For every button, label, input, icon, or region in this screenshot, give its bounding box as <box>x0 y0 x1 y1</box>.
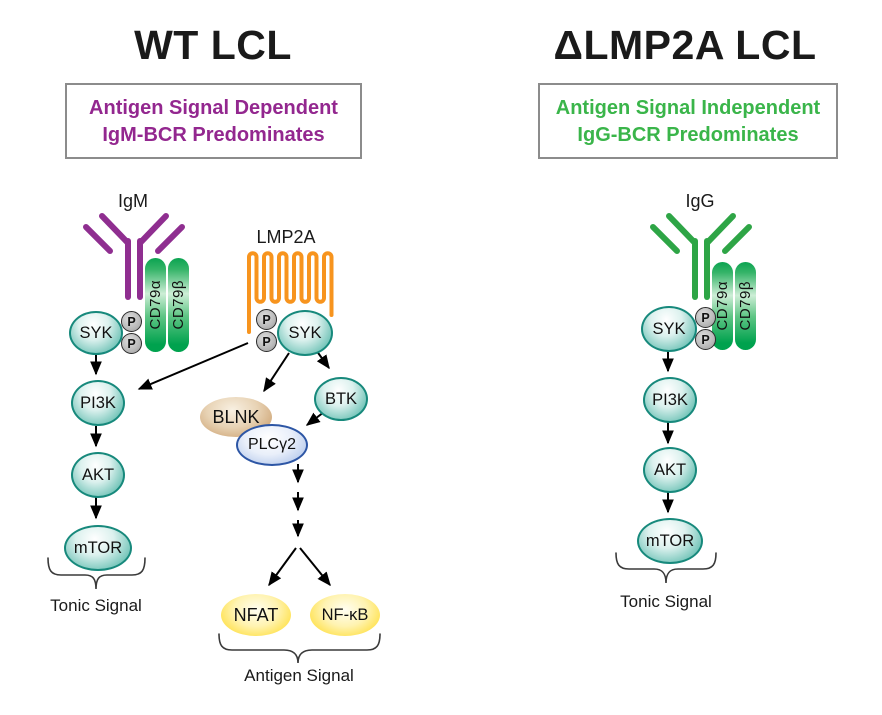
left-node-pi3k: PI3K <box>71 380 125 426</box>
left-node-syk: SYK <box>69 311 123 355</box>
left-subtitle-box: Antigen Signal Dependent IgM-BCR Predomi… <box>65 83 362 159</box>
center-node-nfkb: NF-κB <box>310 594 380 636</box>
igm-label: IgM <box>117 191 148 211</box>
lmp2a-coil-icon <box>247 251 334 334</box>
left-cd79a-capsule: CD79α <box>145 258 166 352</box>
left-cd79b-label: CD79β <box>170 280 187 330</box>
left-subtitle-line1: Antigen Signal Dependent <box>89 96 338 119</box>
lmp2a-label: LMP2A <box>256 227 316 247</box>
center-node-syk: SYK <box>277 310 333 356</box>
left-phospho-circle-1: P <box>121 311 142 332</box>
left-node-akt: AKT <box>71 452 125 498</box>
center-phospho-circle-1: P <box>256 309 277 330</box>
right-node-akt: AKT <box>643 447 697 493</box>
left-panel-title: WT LCL <box>134 22 292 68</box>
right-subtitle-line1: Antigen Signal Independent <box>555 96 821 119</box>
bracket-braces <box>47 552 717 664</box>
right-tonic-signal-label: Tonic Signal <box>620 592 712 611</box>
igm-antibody-icon <box>83 213 185 300</box>
right-cd79b-label: CD79β <box>737 281 754 331</box>
right-panel-title: ΔLMP2A LCL <box>553 22 817 68</box>
antigen-signal-label: Antigen Signal <box>244 666 354 685</box>
igg-label: IgG <box>685 191 715 211</box>
right-node-mtor: mTOR <box>637 518 703 564</box>
right-node-syk: SYK <box>641 306 697 352</box>
left-tonic-signal-label: Tonic Signal <box>50 596 142 615</box>
center-phospho-circle-2: P <box>256 331 277 352</box>
left-cd79b-capsule: CD79β <box>168 258 189 352</box>
pathway-arrows <box>90 342 674 587</box>
center-node-btk: BTK <box>314 377 368 421</box>
right-phospho-circle-2: P <box>695 329 716 350</box>
left-cd79a-label: CD79α <box>147 280 164 330</box>
right-cd79b-capsule: CD79β <box>735 262 756 350</box>
center-node-nfat: NFAT <box>221 594 291 636</box>
right-subtitle-line2: IgG-BCR Predominates <box>577 123 799 146</box>
left-phospho-circle-2: P <box>121 333 142 354</box>
right-phospho-circle-1: P <box>695 307 716 328</box>
left-node-mtor: mTOR <box>64 525 132 571</box>
right-cd79a-label: CD79α <box>714 281 731 331</box>
igg-antibody-icon <box>650 213 752 300</box>
right-node-pi3k: PI3K <box>643 377 697 423</box>
center-node-plcg2: PLCγ2 <box>236 424 308 466</box>
left-subtitle-line2: IgM-BCR Predominates <box>102 123 325 146</box>
right-cd79a-capsule: CD79α <box>712 262 733 350</box>
right-subtitle-box: Antigen Signal Independent IgG-BCR Predo… <box>538 83 838 159</box>
